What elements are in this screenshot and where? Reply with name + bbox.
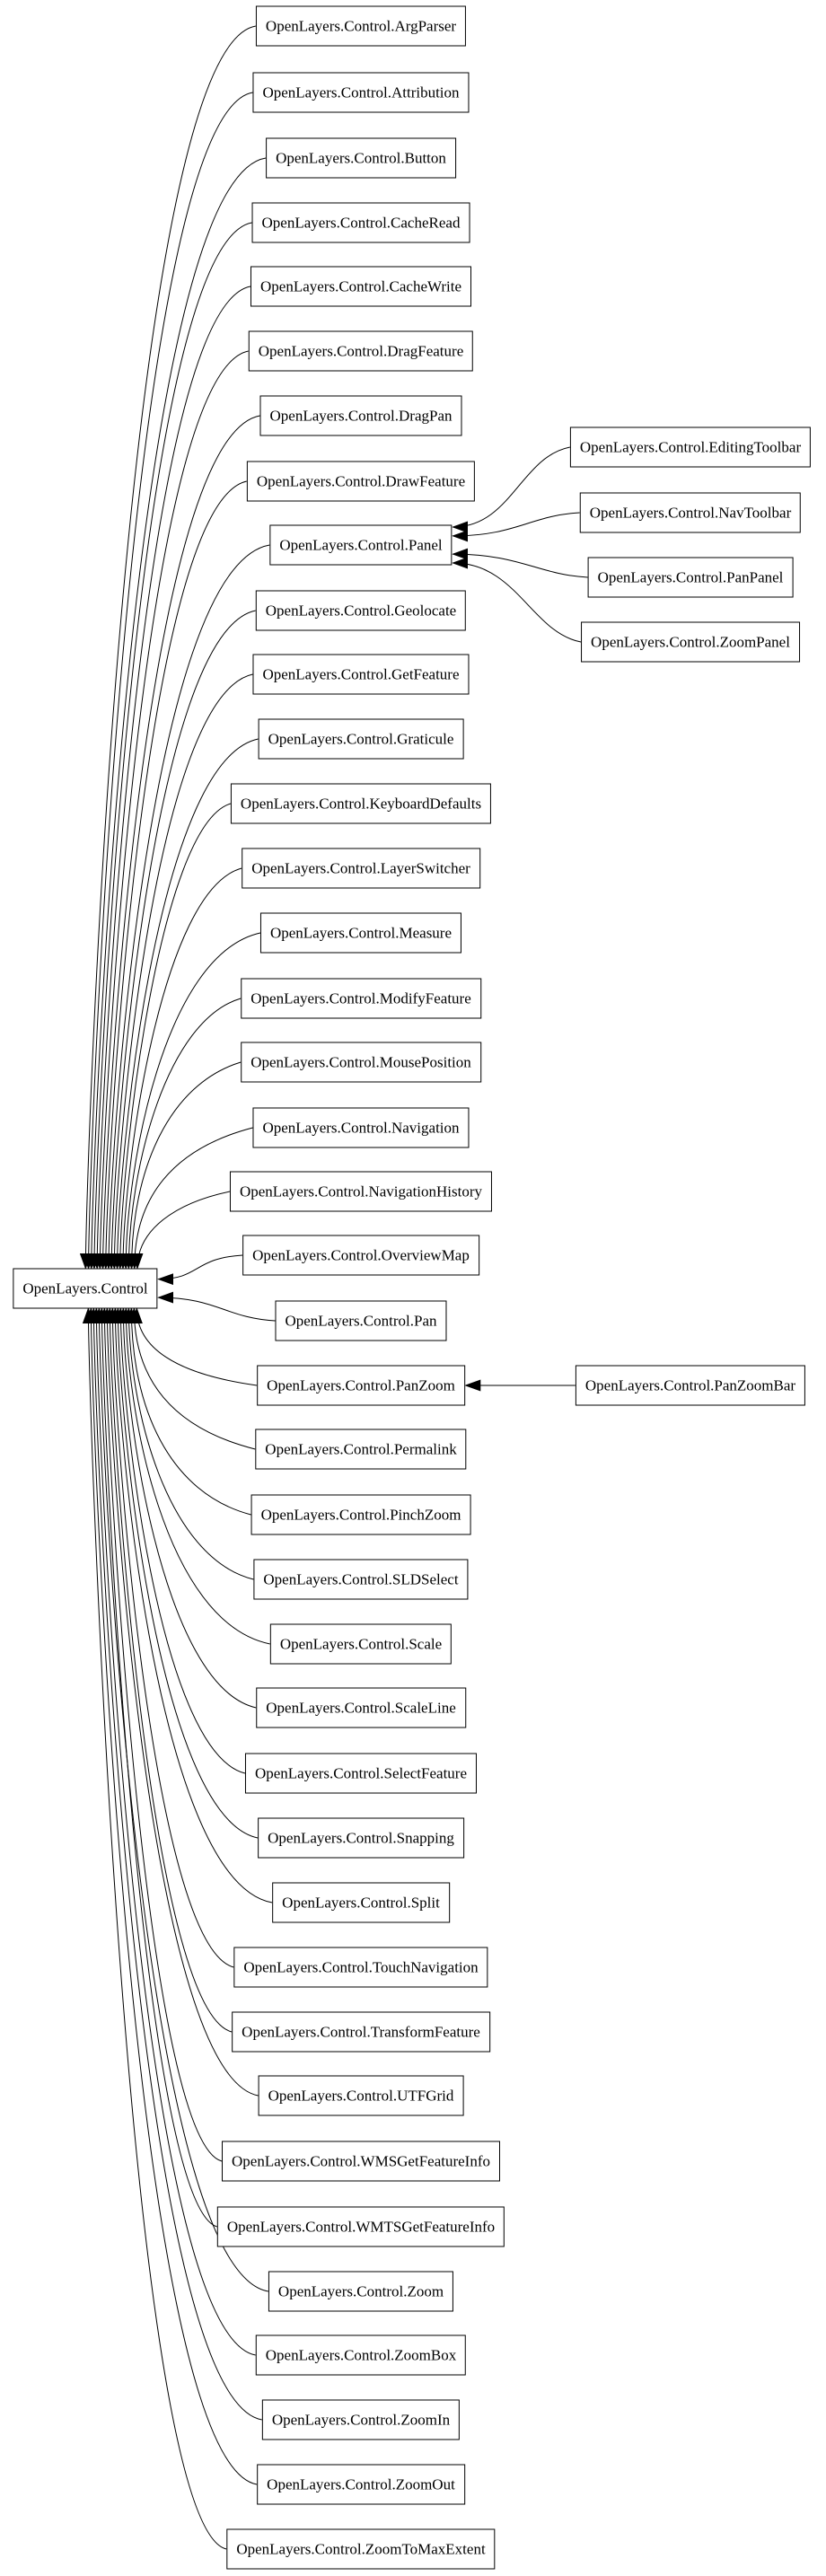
edge-geolocate-control	[105, 610, 256, 1270]
edge-sldselect-control	[122, 1307, 254, 1580]
edge-zoombox-control	[90, 1307, 256, 2356]
node-permalink[interactable]: OpenLayers.Control.Permalink	[255, 1429, 467, 1470]
node-dragfeature[interactable]: OpenLayers.Control.DragFeature	[248, 330, 474, 372]
edge-snapping-control	[111, 1307, 259, 1839]
edge-selectfeature-control	[114, 1307, 246, 1774]
edge-dragfeature-control	[93, 350, 249, 1270]
edge-pan-control	[157, 1291, 276, 1322]
edge-cacheread-control	[88, 222, 252, 1270]
node-navigation[interactable]: OpenLayers.Control.Navigation	[252, 1107, 470, 1148]
node-sldselect[interactable]: OpenLayers.Control.SLDSelect	[253, 1559, 469, 1600]
node-measure[interactable]: OpenLayers.Control.Measure	[259, 912, 462, 954]
edge-touchnavigation-control	[106, 1307, 234, 1968]
node-navtoolbar[interactable]: OpenLayers.Control.NavToolbar	[579, 492, 802, 533]
edge-attribution-control	[83, 92, 253, 1270]
node-getfeature[interactable]: OpenLayers.Control.GetFeature	[252, 654, 470, 695]
edge-panzoom-control	[130, 1307, 258, 1386]
edge-scale-control	[119, 1307, 270, 1645]
node-panzoombar[interactable]: OpenLayers.Control.PanZoomBar	[575, 1365, 806, 1406]
node-panel[interactable]: OpenLayers.Control.Panel	[269, 524, 453, 566]
node-cachewrite[interactable]: OpenLayers.Control.CacheWrite	[250, 266, 472, 307]
node-zoombox[interactable]: OpenLayers.Control.ZoomBox	[255, 2334, 467, 2376]
node-split[interactable]: OpenLayers.Control.Split	[272, 1882, 450, 1923]
node-control[interactable]: OpenLayers.Control	[13, 1268, 158, 1309]
node-modifyfeature[interactable]: OpenLayers.Control.ModifyFeature	[241, 978, 481, 1019]
edge-pinchzoom-control	[125, 1307, 251, 1516]
node-overviewmap[interactable]: OpenLayers.Control.OverviewMap	[242, 1235, 479, 1276]
node-attribution[interactable]: OpenLayers.Control.Attribution	[252, 72, 470, 113]
edge-zoomin-control	[87, 1307, 262, 2421]
node-cacheread[interactable]: OpenLayers.Control.CacheRead	[251, 202, 470, 243]
node-wmtsgetfeatureinfo[interactable]: OpenLayers.Control.WMTSGetFeatureInfo	[216, 2206, 505, 2247]
node-argparser[interactable]: OpenLayers.Control.ArgParser	[255, 5, 467, 47]
node-graticule[interactable]: OpenLayers.Control.Graticule	[258, 718, 464, 760]
edge-zoomout-control	[84, 1307, 258, 2485]
edge-permalink-control	[127, 1307, 256, 1450]
node-transformfeature[interactable]: OpenLayers.Control.TransformFeature	[232, 2011, 490, 2053]
edge-transformfeature-control	[103, 1307, 233, 2033]
edge-split-control	[109, 1307, 273, 1903]
node-zoomout[interactable]: OpenLayers.Control.ZoomOut	[257, 2464, 465, 2505]
node-pan[interactable]: OpenLayers.Control.Pan	[275, 1300, 447, 1341]
edge-layerswitcher-control	[117, 867, 242, 1270]
edge-zoomtomaxextent-control	[82, 1307, 227, 2550]
node-panzoom[interactable]: OpenLayers.Control.PanZoom	[257, 1365, 465, 1406]
node-scale[interactable]: OpenLayers.Control.Scale	[269, 1623, 453, 1665]
edge-wmsgetfeatureinfo-control	[98, 1307, 223, 2162]
node-layerswitcher[interactable]: OpenLayers.Control.LayerSwitcher	[242, 848, 480, 889]
node-wmsgetfeatureinfo[interactable]: OpenLayers.Control.WMSGetFeatureInfo	[222, 2141, 500, 2182]
edge-button-control	[85, 157, 267, 1270]
edge-argparser-control	[79, 25, 257, 1270]
edge-navigationhistory-control	[131, 1191, 231, 1270]
node-editingtoolbar[interactable]: OpenLayers.Control.EditingToolbar	[569, 426, 812, 468]
node-zoomtomaxextent[interactable]: OpenLayers.Control.ZoomToMaxExtent	[226, 2528, 496, 2570]
node-scaleline[interactable]: OpenLayers.Control.ScaleLine	[256, 1687, 466, 1728]
node-mouseposition[interactable]: OpenLayers.Control.MousePosition	[241, 1042, 481, 1083]
node-navigationhistory[interactable]: OpenLayers.Control.NavigationHistory	[229, 1171, 493, 1212]
node-keyboarddefaults[interactable]: OpenLayers.Control.KeyboardDefaults	[230, 783, 492, 824]
edge-panpanel-panel	[452, 548, 588, 578]
edge-drawfeature-control	[100, 480, 247, 1270]
edge-zoompanel-panel	[452, 557, 582, 643]
edge-cachewrite-control	[91, 286, 251, 1270]
edge-panel-control	[102, 544, 270, 1270]
node-geolocate[interactable]: OpenLayers.Control.Geolocate	[255, 590, 467, 631]
node-utfgrid[interactable]: OpenLayers.Control.UTFGrid	[258, 2075, 464, 2116]
node-selectfeature[interactable]: OpenLayers.Control.SelectFeature	[244, 1753, 478, 1794]
edge-mouseposition-control	[126, 1061, 242, 1270]
edge-modifyfeature-control	[122, 998, 242, 1270]
node-touchnavigation[interactable]: OpenLayers.Control.TouchNavigation	[233, 1947, 488, 1988]
node-snapping[interactable]: OpenLayers.Control.Snapping	[258, 1817, 464, 1859]
edge-overviewmap-control	[157, 1254, 243, 1286]
edge-keyboarddefaults-control	[114, 803, 232, 1270]
edge-navtoolbar-panel	[452, 512, 580, 542]
node-drawfeature[interactable]: OpenLayers.Control.DrawFeature	[246, 461, 476, 502]
node-zoompanel[interactable]: OpenLayers.Control.ZoomPanel	[581, 621, 800, 663]
node-zoom[interactable]: OpenLayers.Control.Zoom	[268, 2271, 454, 2312]
edge-dragpan-control	[97, 415, 260, 1270]
node-zoomin[interactable]: OpenLayers.Control.ZoomIn	[261, 2399, 461, 2440]
edge-wmtsgetfeatureinfo-control	[95, 1307, 217, 2228]
node-dragpan[interactable]: OpenLayers.Control.DragPan	[259, 395, 462, 436]
node-button[interactable]: OpenLayers.Control.Button	[266, 137, 456, 179]
node-pinchzoom[interactable]: OpenLayers.Control.PinchZoom	[250, 1494, 471, 1535]
node-panpanel[interactable]: OpenLayers.Control.PanPanel	[587, 557, 794, 598]
edge-scaleline-control	[117, 1307, 257, 1709]
